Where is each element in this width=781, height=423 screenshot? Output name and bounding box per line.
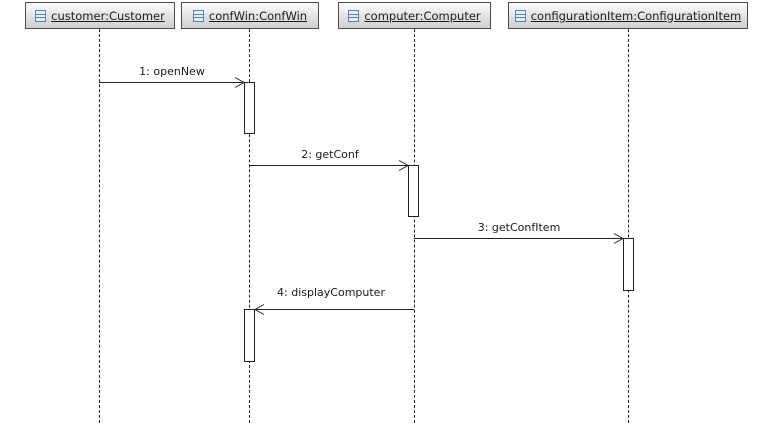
arrowhead-4 xyxy=(253,304,265,315)
lifeline-configitem xyxy=(628,29,629,423)
message-label-2: 2: getConf xyxy=(301,148,359,161)
participant-confwin-label: confWin:ConfWin xyxy=(208,8,308,23)
lifeline-computer xyxy=(414,29,415,423)
arrowhead-2 xyxy=(398,160,410,171)
activation-confwin-1 xyxy=(244,82,255,134)
class-icon xyxy=(35,9,47,22)
class-icon xyxy=(348,9,360,22)
participant-computer[interactable]: computer:Computer xyxy=(338,2,491,29)
class-icon xyxy=(514,9,526,22)
lifeline-confwin xyxy=(249,29,250,423)
message-label-3: 3: getConfItem xyxy=(477,221,561,234)
participant-configitem-label: configurationItem:ConfigurationItem xyxy=(530,8,742,23)
participant-computer-label: computer:Computer xyxy=(364,8,481,23)
arrowhead-3 xyxy=(613,233,625,244)
activation-computer xyxy=(408,165,419,217)
participant-customer-label: customer:Customer xyxy=(51,8,165,23)
class-icon xyxy=(192,9,204,22)
activation-confwin-2 xyxy=(244,309,255,362)
participant-confwin[interactable]: confWin:ConfWin xyxy=(181,2,319,29)
activation-configitem xyxy=(623,238,634,291)
arrowhead-1 xyxy=(234,77,246,88)
message-label-4: 4: displayComputer xyxy=(277,286,385,299)
message-label-1: 1: openNew xyxy=(139,65,205,78)
participant-configitem[interactable]: configurationItem:ConfigurationItem xyxy=(508,2,748,29)
participant-customer[interactable]: customer:Customer xyxy=(25,2,175,29)
lifeline-customer xyxy=(99,29,100,423)
